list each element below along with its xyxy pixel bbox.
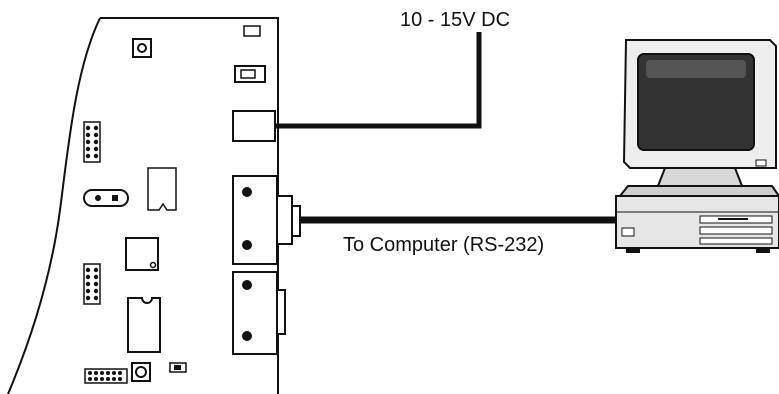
aux-connector <box>232 271 278 355</box>
aux-connector-tab <box>276 289 286 335</box>
power-label: 10 - 15V DC <box>400 9 511 31</box>
drive-bay-3 <box>699 237 773 245</box>
reset-button-dot <box>135 366 147 378</box>
computer-base-top <box>617 185 779 197</box>
db9-screw-top <box>242 187 252 197</box>
drive-slot <box>718 218 748 220</box>
voltage-regulator <box>147 167 177 211</box>
power-cable <box>275 32 482 129</box>
pin-header-bottom <box>84 368 128 384</box>
db9-screw-bottom <box>242 240 252 250</box>
square-chip <box>125 237 159 271</box>
circuit-board-outline <box>7 17 279 394</box>
small-switch <box>243 25 261 37</box>
computer <box>615 39 779 253</box>
dip-chip <box>127 297 161 353</box>
slide-switch-knob <box>240 69 256 79</box>
db9-connector <box>232 175 278 265</box>
monitor-screen-glare <box>646 60 746 78</box>
monitor-stand <box>656 167 744 187</box>
drive-bay-2 <box>699 226 773 235</box>
square-button <box>132 38 152 58</box>
small-led-fill <box>174 365 181 370</box>
crystal-dot <box>95 195 101 201</box>
square-chip-dot <box>149 261 157 269</box>
computer-connection-label: To Computer (RS-232) <box>343 234 545 256</box>
power-switch <box>621 227 635 237</box>
monitor-button <box>755 159 767 167</box>
crystal-pad <box>112 195 118 201</box>
aux-screw-top <box>242 280 252 290</box>
aux-screw-bottom <box>242 331 252 341</box>
power-jack <box>232 110 276 142</box>
db9-plug <box>276 195 293 245</box>
pin-header-top <box>83 121 101 163</box>
computer-foot-left <box>626 248 640 253</box>
pin-header-middle <box>83 263 101 305</box>
square-button-dot <box>137 43 147 53</box>
reset-button <box>131 362 151 382</box>
computer-foot-right <box>756 248 770 253</box>
crystal-oscillator <box>83 189 129 207</box>
db9-plug-end <box>291 205 301 237</box>
